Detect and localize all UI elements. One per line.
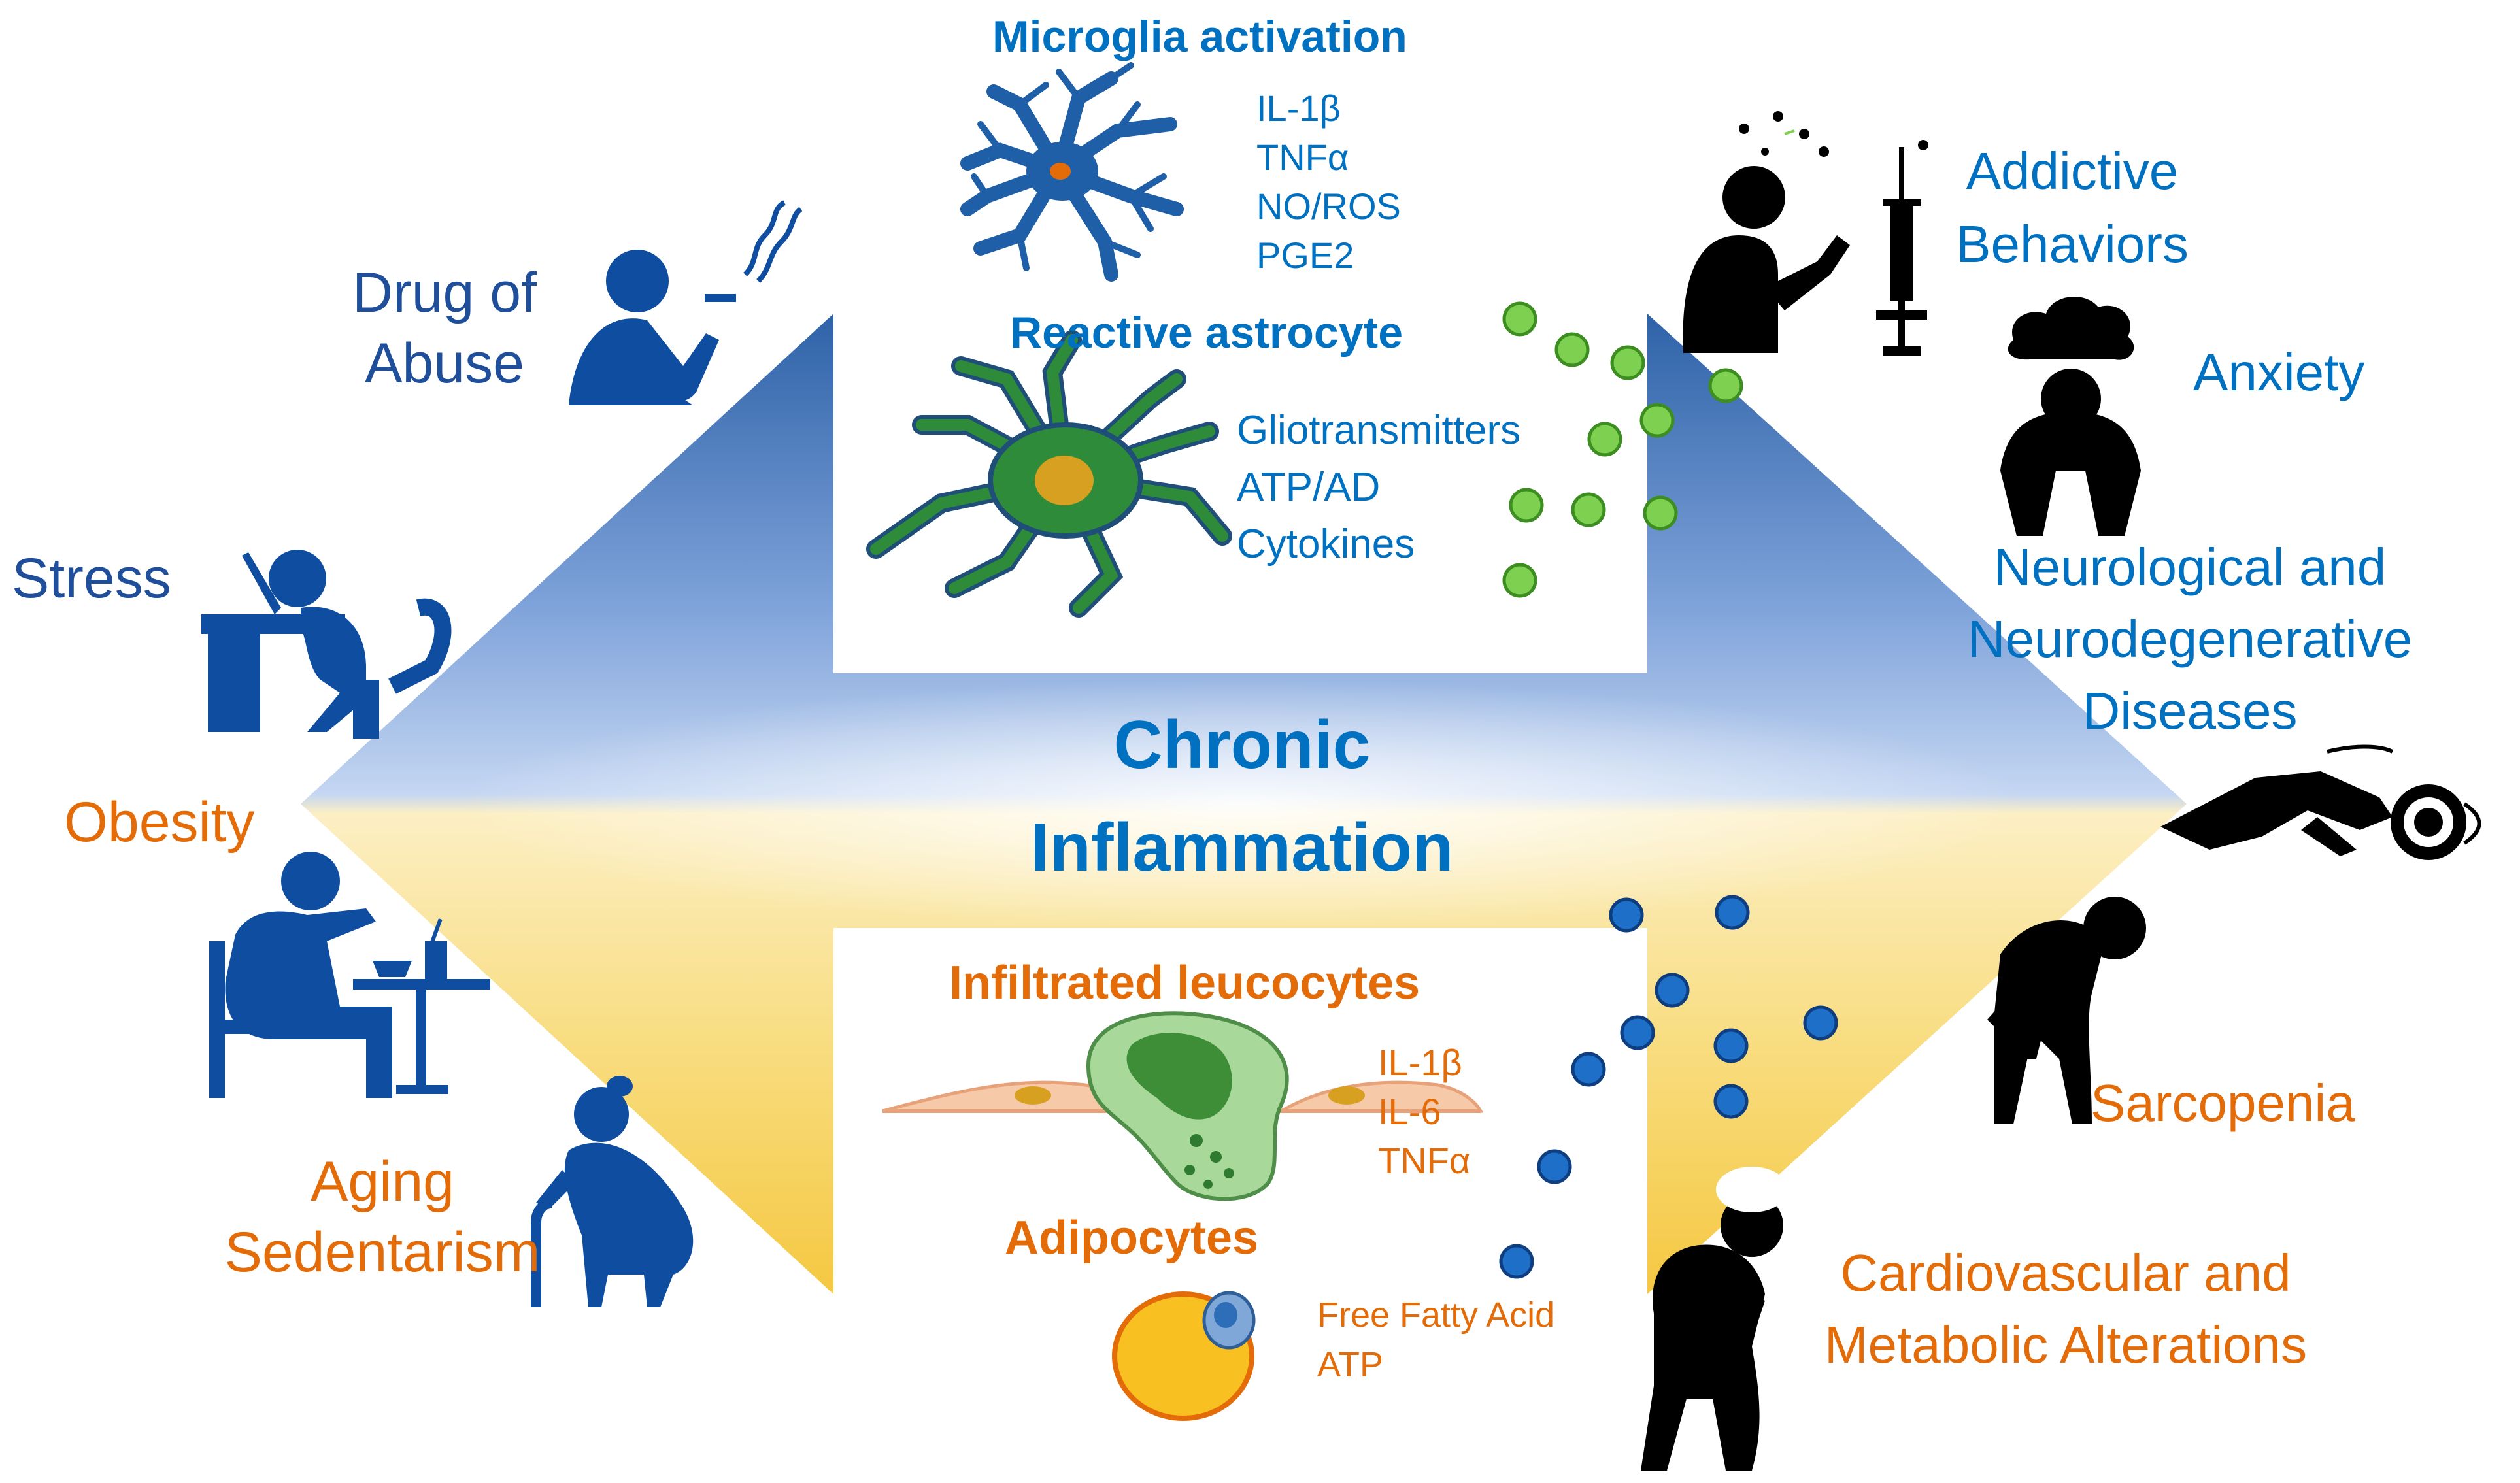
leucocyte-factor-2: IL-6 — [1378, 1091, 1441, 1132]
eating-person-icon — [209, 852, 490, 1098]
astrocyte-title: Reactive astrocyte — [1010, 308, 1403, 358]
center-title-line1: Chronic — [1113, 707, 1371, 783]
microglia-factor-1: IL-1β — [1256, 88, 1341, 129]
microglia-title: Microglia activation — [992, 12, 1407, 61]
adipocytes-title: Adipocytes — [1005, 1212, 1259, 1264]
adipocyte-icon — [1112, 1291, 1256, 1421]
microglia-factor-4: PGE2 — [1256, 235, 1354, 276]
drug-of-abuse-line1: Drug of — [352, 261, 537, 324]
smoking-person-icon — [569, 200, 803, 405]
aging-label: Aging Sedentarism — [209, 1154, 556, 1280]
green-dots — [1502, 301, 1743, 598]
leucocyte-factors: IL-1β IL-6 TNFα — [1378, 1044, 1470, 1179]
microglia-factors: IL-1β TNFα NO/ROS PGE2 — [1256, 90, 1401, 274]
adipocyte-factor-2: ATP — [1317, 1345, 1384, 1384]
dizzy-person-icon — [1683, 111, 1850, 353]
neuro-line1: Neurological and — [1993, 538, 2387, 596]
neuro-line2: Neurodegenerative — [1967, 610, 2413, 668]
adipocyte-factors: Free Fatty Acid ATP — [1317, 1297, 1554, 1382]
leucocytes-title: Infiltrated leucocytes — [949, 957, 1420, 1009]
microglia-factor-2: TNFα — [1256, 137, 1349, 178]
addictive-line2: Behaviors — [1956, 215, 2189, 273]
astrocyte-icon — [866, 330, 1232, 618]
stressed-worker-icon — [201, 550, 452, 739]
cardio-metabolic-label: Cardiovascular and Metabolic Alterations — [1785, 1247, 2347, 1371]
stress-label: Stress — [12, 547, 171, 610]
leucocyte-factor-1: IL-1β — [1378, 1042, 1462, 1083]
astrocyte-factor-3: Cytokines — [1237, 522, 1415, 567]
syringe-icon — [1876, 140, 1928, 356]
lying-person-icon — [2160, 744, 2481, 860]
aging-line2: Sedentarism — [224, 1221, 541, 1284]
microglia-icon — [960, 62, 1184, 282]
elderly-person-icon — [531, 1076, 694, 1307]
neuro-line3: Diseases — [2082, 682, 2298, 740]
astrocyte-factor-2: ATP/AD — [1237, 465, 1381, 510]
astrocyte-factor-1: Gliotransmitters — [1237, 408, 1521, 453]
anxiety-label: Anxiety — [2193, 343, 2365, 401]
addictive-behaviors-label: Addictive Behaviors — [1935, 145, 2209, 271]
leucocyte-icon — [882, 1011, 1484, 1201]
astrocyte-factors: Gliotransmitters ATP/AD Cytokines — [1237, 410, 1520, 565]
neuro-diseases-label: Neurological and Neurodegenerative Disea… — [1928, 541, 2451, 737]
microglia-factor-3: NO/ROS — [1256, 186, 1401, 227]
leucocyte-factor-3: TNFα — [1378, 1140, 1471, 1181]
anxious-person-icon — [2000, 296, 2141, 536]
drug-of-abuse-label: Drug of Abuse — [314, 265, 575, 392]
bent-person-icon — [1987, 897, 2146, 1124]
aging-line1: Aging — [311, 1150, 454, 1213]
drug-of-abuse-line2: Abuse — [365, 332, 524, 395]
center-title-line2: Inflammation — [1030, 810, 1454, 886]
obesity-label: Obesity — [64, 791, 255, 854]
chest-pain-person-icon — [1641, 1167, 1788, 1471]
adipocyte-factor-1: Free Fatty Acid — [1317, 1295, 1555, 1335]
cardio-line2: Metabolic Alterations — [1824, 1316, 2308, 1374]
sarcopenia-label: Sarcopenia — [2091, 1074, 2355, 1132]
blue-dots — [1499, 895, 1838, 1279]
cardio-line1: Cardiovascular and — [1840, 1244, 2291, 1302]
addictive-line1: Addictive — [1966, 142, 2179, 200]
